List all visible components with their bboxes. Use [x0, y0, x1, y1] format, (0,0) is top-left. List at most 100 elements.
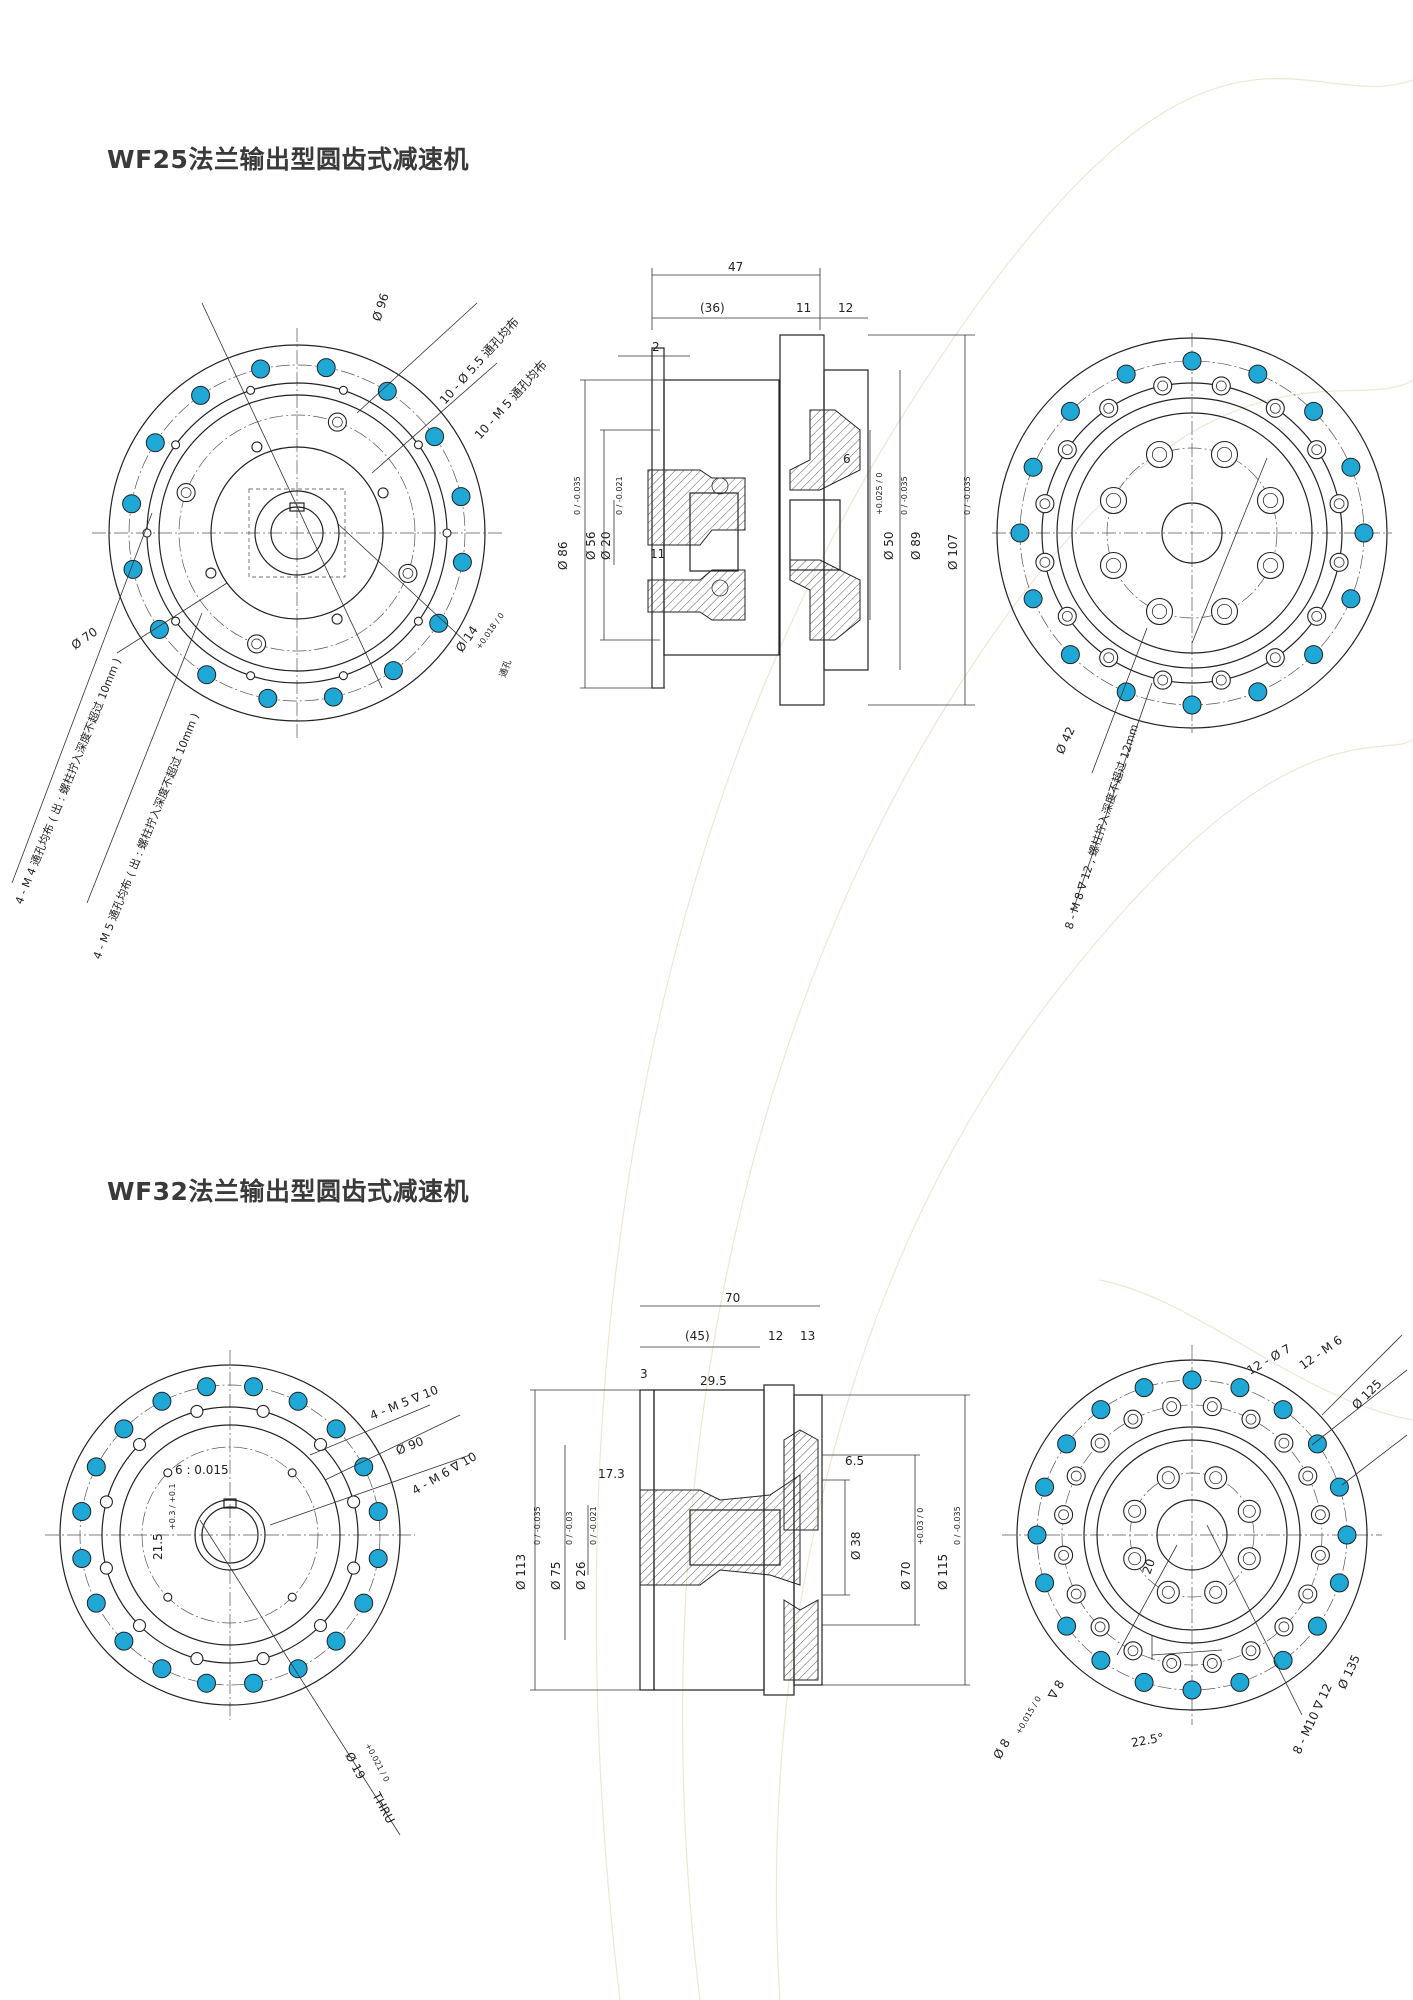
wf32-back-d8-depth: ∇ 8 — [1045, 1678, 1067, 1703]
threaded-hole-inner — [1039, 498, 1051, 510]
wf25-front-note-m4: 4 - M 4 通孔均布 ( 出 : 螺柱拧入深度不超过 10mm ) — [12, 656, 124, 906]
blue-hole — [429, 613, 449, 633]
small-hole — [287, 1592, 297, 1602]
wf32-side-d26-tol: 0 / -0.021 — [589, 1506, 598, 1545]
inner-hole — [1204, 1466, 1228, 1490]
inner-hole — [1156, 1580, 1180, 1604]
inner-hole — [1210, 440, 1239, 469]
threaded-hole-inner — [1070, 1588, 1082, 1600]
threaded-hole — [99, 1495, 113, 1509]
blue-hole — [114, 1631, 134, 1651]
wf32-front-key-w: 6 : 0.015 — [175, 1463, 229, 1477]
blue-hole — [152, 1659, 172, 1679]
threaded-hole — [347, 1495, 361, 1509]
small-hole — [413, 440, 423, 450]
inner-hole-inner — [1209, 1471, 1223, 1485]
inner-hole — [1099, 486, 1128, 515]
wf25-back-view: Ø 42 8 - M 8 ∇ 12 , 螺柱拧入深度不超过 12mm — [992, 333, 1392, 931]
inner-hole-inner — [1242, 1552, 1256, 1566]
threaded-hole — [1054, 1505, 1074, 1525]
threaded-hole — [1329, 552, 1349, 572]
threaded-hole — [1202, 1653, 1222, 1673]
threaded-hole — [176, 483, 196, 503]
blue-hole — [191, 385, 211, 405]
inner-hole-inner — [1161, 1471, 1175, 1485]
blue-hole — [1023, 589, 1043, 609]
blue-hole — [1341, 589, 1361, 609]
blue-hole — [72, 1549, 92, 1568]
small-hole — [442, 528, 452, 538]
threaded-hole-inner — [1094, 1621, 1106, 1633]
inner-hole — [1256, 486, 1285, 515]
wf32-back-holes-d7: 12 - Ø 7 — [1245, 1341, 1294, 1377]
wf25-side-d20: Ø 20 — [599, 531, 613, 560]
wf32-back-d20: 20 — [1140, 1557, 1158, 1576]
wf32-front-m5: 4 - M 5 ∇ 10 — [368, 1383, 440, 1423]
threaded-hole — [1202, 1397, 1222, 1417]
wf25-front-view: Ø 96 Ø 70 Ø 14 +0.018 / 0 通孔 10 - Ø 5.5 … — [11, 291, 550, 961]
blue-hole — [72, 1502, 92, 1521]
threaded-hole-inner — [1278, 1621, 1290, 1633]
wf32-side-len-13: 13 — [800, 1329, 815, 1343]
wf32-side-len-12: 12 — [768, 1329, 783, 1343]
threaded-hole — [1099, 398, 1119, 418]
wf25-side-len-2: 2 — [652, 340, 660, 354]
threaded-hole-inner — [1206, 1658, 1218, 1669]
blue-hole — [451, 487, 471, 507]
threaded-hole-inner — [402, 568, 414, 579]
threaded-hole-inner — [1039, 556, 1051, 568]
wf32-side-d113-tol: 0 / -0.035 — [533, 1506, 542, 1545]
blue-hole — [258, 688, 278, 708]
blue-hole — [197, 1377, 216, 1397]
threaded-hole — [1265, 648, 1285, 668]
blue-hole — [1337, 1525, 1357, 1545]
threaded-hole — [347, 1561, 361, 1575]
wf25-side-d20-tol: 0 / -0.021 — [615, 476, 624, 515]
threaded-hole — [1057, 606, 1077, 626]
threaded-hole-inner — [1058, 1509, 1069, 1521]
threaded-hole-inner — [1157, 674, 1169, 686]
inner-hole-inner — [1151, 603, 1168, 620]
threaded-hole — [1211, 670, 1231, 690]
wf25-back-d42: Ø 42 — [1053, 724, 1078, 756]
wf32-side-d70: Ø 70 — [899, 1561, 913, 1590]
blue-hole — [326, 1419, 346, 1439]
blue-hole — [383, 661, 403, 681]
threaded-hole — [256, 1404, 270, 1418]
wf25-side-d86-tol: 0 / -0.035 — [573, 476, 582, 515]
wf25-back-note-m8: 8 - M 8 ∇ 12 , 螺柱拧入深度不超过 12mm — [1062, 722, 1142, 931]
inner-hole-inner — [1105, 492, 1122, 509]
wf32-front-key-h: 21.5 — [151, 1533, 165, 1560]
blue-hole — [1248, 682, 1268, 702]
wf32-side-d113: Ø 113 — [514, 1554, 528, 1590]
inner-hole — [1237, 1547, 1261, 1571]
threaded-hole-inner — [251, 638, 262, 650]
threaded-hole-inner — [1166, 1658, 1178, 1669]
threaded-hole — [1241, 1641, 1261, 1661]
threaded-hole — [1211, 376, 1231, 396]
blue-hole — [1182, 351, 1202, 371]
wf25-side-d89-tol: 0 / -0.035 — [900, 476, 909, 515]
threaded-hole-inner — [1269, 402, 1281, 414]
threaded-hole — [1298, 1584, 1318, 1604]
blue-hole — [1329, 1573, 1349, 1593]
wf32-side-d70-tol: +0.03 / 0 — [916, 1508, 925, 1545]
wf32-side-d26: Ø 26 — [574, 1561, 588, 1590]
wf25-side-len-11b: 11 — [650, 547, 665, 561]
wf25-side-view: 47 (36) 11 12 2 Ø 86 0 / -0.035 Ø 56 Ø 2… — [556, 260, 975, 706]
threaded-hole-inner — [1302, 1470, 1314, 1482]
blue-hole — [1091, 1650, 1111, 1670]
small-hole — [377, 487, 389, 499]
threaded-hole-inner — [1245, 1645, 1257, 1657]
threaded-hole — [1090, 1433, 1110, 1453]
threaded-hole — [1057, 440, 1077, 460]
wf32-side-d75: Ø 75 — [549, 1561, 563, 1590]
threaded-hole-inner — [1103, 652, 1115, 664]
inner-hole-inner — [1262, 557, 1279, 574]
wf32-back-d8: Ø 8 — [990, 1736, 1013, 1761]
threaded-hole — [1066, 1584, 1086, 1604]
wf25-side-len-total: 47 — [728, 260, 743, 274]
wf25-front-d14: Ø 14 — [453, 623, 481, 654]
blue-hole — [1116, 364, 1136, 384]
wf25-side-d89: Ø 89 — [909, 531, 923, 560]
